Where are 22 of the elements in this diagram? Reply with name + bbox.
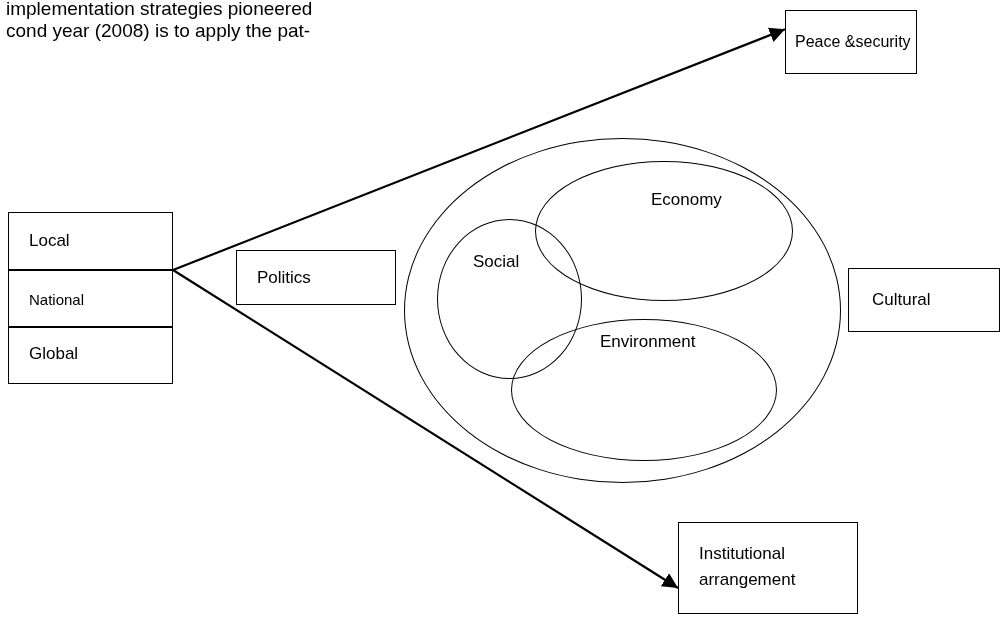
node-label: Global	[29, 344, 79, 364]
node-label: Environment	[600, 332, 696, 352]
paragraph-text: cond year (2008) is to apply the pat-	[6, 20, 311, 42]
node-label: National	[29, 291, 85, 308]
text-box	[848, 268, 1000, 332]
arrow	[172, 269, 679, 589]
paragraph-text: implementation strategies pioneered	[6, 0, 313, 20]
text-box	[785, 10, 917, 74]
node-label: Social	[473, 252, 520, 272]
node-label: Peace &security	[795, 33, 911, 51]
node-label: Politics	[257, 268, 311, 288]
outer-ellipse	[404, 138, 841, 483]
text-box	[8, 212, 173, 270]
node-label: Economy	[651, 190, 722, 210]
text-box	[236, 250, 396, 305]
node-label: Institutional arrangement	[699, 543, 797, 592]
text-box	[8, 327, 173, 384]
text-box	[678, 522, 858, 614]
node-label: Local	[29, 231, 70, 251]
node-label: Cultural	[872, 290, 931, 310]
text-box	[8, 270, 173, 327]
arrow	[172, 27, 786, 272]
